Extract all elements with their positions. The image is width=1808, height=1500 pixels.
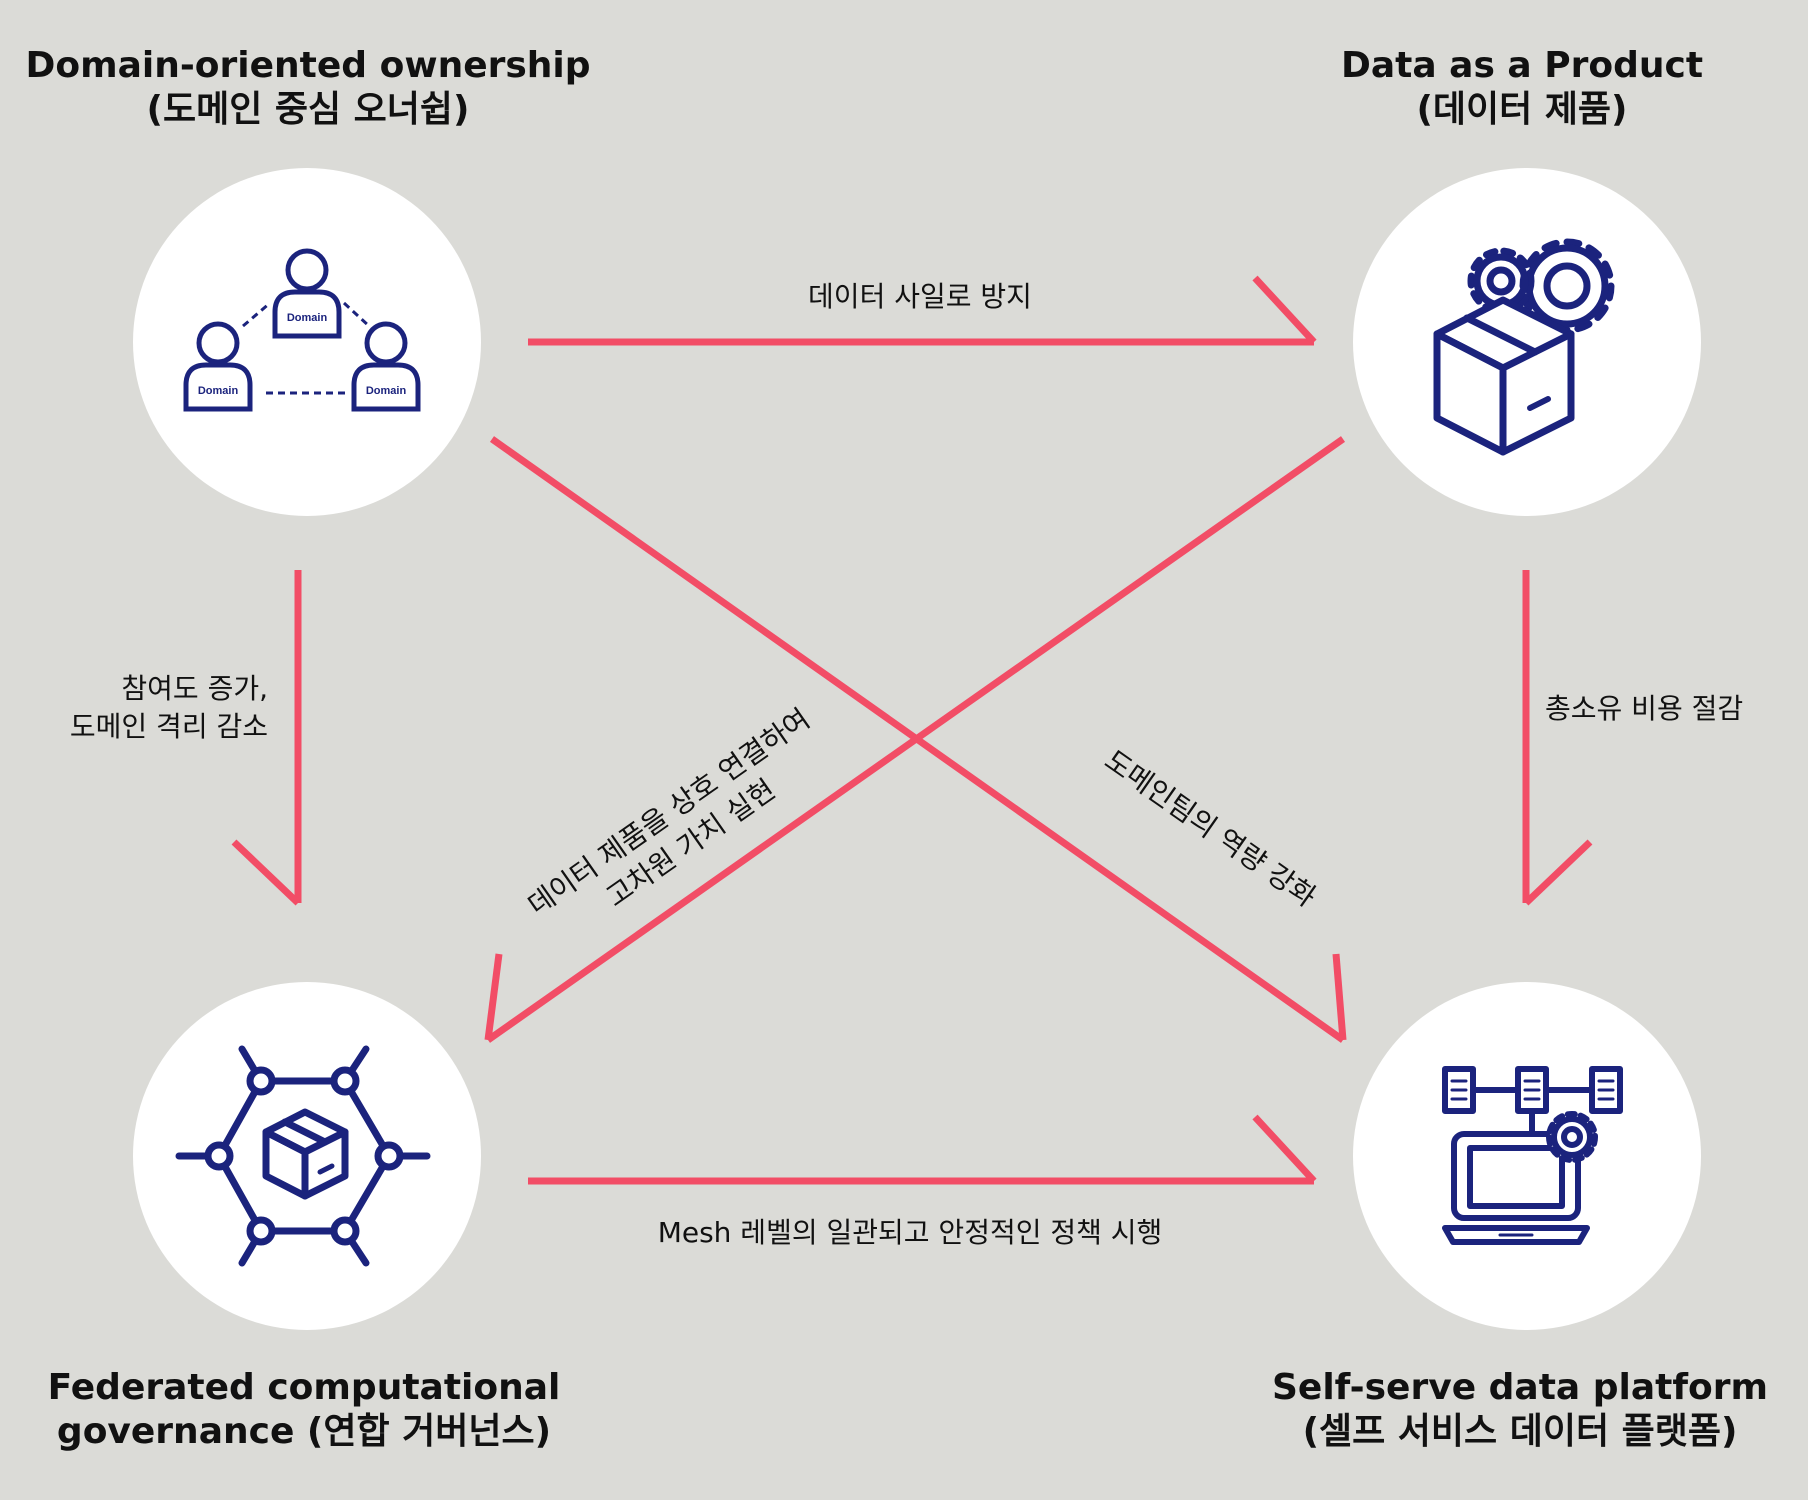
arrow-ownership-to-product bbox=[528, 275, 1317, 346]
person-icon-top bbox=[272, 248, 342, 339]
node-title-ko: governance (연합 거버넌스) bbox=[56, 1411, 552, 1452]
person-icon-right bbox=[351, 321, 421, 412]
connector-dashes bbox=[242, 301, 371, 395]
edge-label-line-2: 도메인 격리 감소 bbox=[69, 710, 268, 743]
person-icon-left bbox=[183, 321, 253, 412]
node-title-ko: (셀프 서비스 데이터 플랫폼) bbox=[1302, 1411, 1738, 1452]
server-icons bbox=[1442, 1066, 1623, 1135]
person-tag-left: Domain bbox=[198, 385, 239, 397]
node-title-en: Domain-oriented ownership bbox=[25, 45, 591, 86]
arrow-product-to-governance bbox=[484, 436, 1346, 1043]
node-title-data-product: Data as a Product (데이터 제품) bbox=[1202, 44, 1808, 132]
node-title-ko: (도메인 중심 오너쉽) bbox=[146, 89, 470, 130]
node-title-ko: (데이터 제품) bbox=[1416, 89, 1628, 130]
node-title-self-serve-platform: Self-serve data platform (셀프 서비스 데이터 플랫폼… bbox=[1200, 1366, 1808, 1454]
node-title-en: Data as a Product bbox=[1340, 45, 1704, 86]
box-icon bbox=[1433, 296, 1575, 456]
edge-label-ownership-to-product: 데이터 사일로 방지 bbox=[760, 278, 1080, 316]
node-circle-domain-ownership bbox=[133, 168, 481, 516]
edge-label-text: 총소유 비용 절감 bbox=[1545, 692, 1744, 725]
node-title-domain-ownership: Domain-oriented ownership (도메인 중심 오너쉽) bbox=[0, 44, 628, 132]
edge-label-ownership-to-governance: 참여도 증가, 도메인 격리 감소 bbox=[20, 670, 268, 746]
gear-icon-platform bbox=[1546, 1111, 1598, 1163]
edge-label-text: 데이터 사일로 방지 bbox=[808, 280, 1032, 313]
hexagon-network-box-icon bbox=[175, 1045, 431, 1267]
node-circle-self-serve-platform bbox=[1353, 982, 1701, 1330]
arrow-governance-to-platform bbox=[528, 1114, 1317, 1185]
laptop-icon bbox=[1442, 1131, 1590, 1245]
node-title-en: Self-serve data platform bbox=[1271, 1367, 1769, 1408]
center-box-icon bbox=[262, 1108, 349, 1200]
hexagon-nodes bbox=[204, 1066, 404, 1246]
edge-label-governance-to-platform: Mesh 레벨의 일관되고 안정적인 정책 시행 bbox=[560, 1214, 1260, 1252]
node-title-federated-governance: Federated computational governance (연합 거… bbox=[0, 1366, 624, 1454]
people-network-icon bbox=[183, 248, 421, 412]
person-tag-right: Domain bbox=[366, 385, 407, 397]
arrow-ownership-to-governance bbox=[231, 570, 302, 906]
edge-label-product-to-platform: 총소유 비용 절감 bbox=[1545, 690, 1785, 728]
person-tag-top: Domain bbox=[287, 312, 328, 324]
edge-label-text: Mesh 레벨의 일관되고 안정적인 정책 시행 bbox=[657, 1216, 1163, 1249]
arrow-product-to-platform bbox=[1522, 570, 1593, 906]
node-title-en: Federated computational bbox=[47, 1367, 561, 1408]
box-gears-icon bbox=[1433, 238, 1615, 456]
edge-label-line-1: 참여도 증가, bbox=[121, 672, 268, 705]
laptop-servers-gear-icon bbox=[1442, 1066, 1623, 1245]
